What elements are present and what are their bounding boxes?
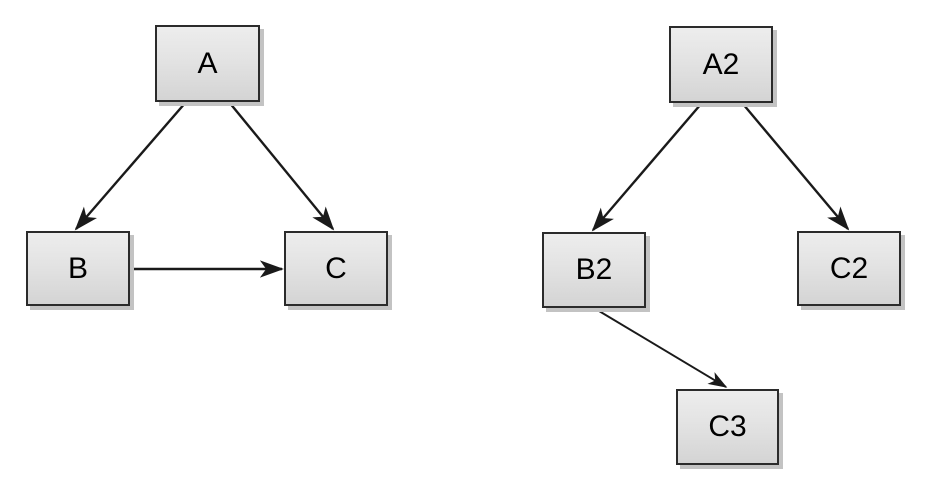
edge-a-to-c xyxy=(228,101,335,231)
node-b-label: B xyxy=(67,251,88,285)
node-c[interactable]: C xyxy=(284,231,388,306)
node-c3[interactable]: C3 xyxy=(676,389,779,465)
node-b2[interactable]: B2 xyxy=(542,232,646,308)
node-a2-label: A2 xyxy=(702,47,740,81)
node-c-label: C xyxy=(325,251,347,285)
node-b2-label: B2 xyxy=(575,253,613,286)
node-c3-label: C3 xyxy=(708,410,747,443)
edge-a-to-b xyxy=(74,101,187,231)
node-c2[interactable]: C2 xyxy=(797,231,901,306)
edge-a2-to-c2 xyxy=(742,103,850,231)
edge-a2-to-b2 xyxy=(591,103,702,232)
node-a[interactable]: A xyxy=(155,25,260,102)
node-a-label: A xyxy=(197,46,218,80)
node-a2[interactable]: A2 xyxy=(669,26,773,103)
node-b[interactable]: B xyxy=(26,231,130,306)
edge-b2-to-c3 xyxy=(593,307,728,388)
node-c2-label: C2 xyxy=(829,251,869,285)
